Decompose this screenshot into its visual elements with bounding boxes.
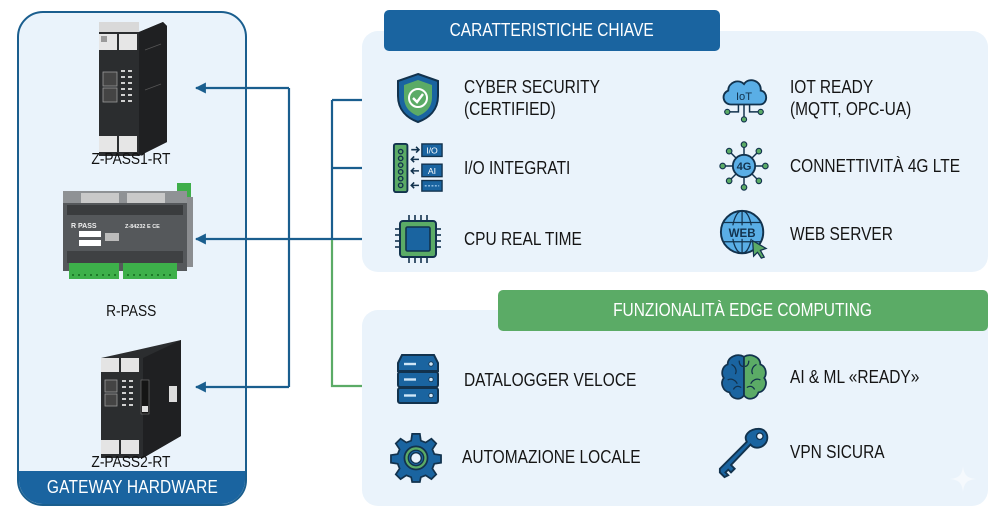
key-features-panel	[362, 31, 988, 272]
key-features-header: CARATTERISTICHE CHIAVE	[384, 10, 720, 51]
shield-check-icon	[392, 72, 444, 124]
feature-datalogger-veloce: DATALOGGER VELOCE	[392, 354, 664, 406]
feature-connettivita-4g-lte: 4G CONNETTIVITÀ 4G LTE	[718, 140, 988, 192]
io-icon-label-ai: AI	[428, 166, 436, 176]
feature-iot-ready: IoT IOT READY(MQTT, OPC-UA)	[718, 72, 931, 124]
brain-icon	[718, 351, 770, 403]
feature-cpu-real-time: CPU REAL TIME	[392, 213, 601, 265]
edge-computing-panel	[362, 310, 988, 506]
io-module-icon: I/O AI	[392, 142, 444, 194]
4g-icon-label: 4G	[737, 161, 752, 173]
sparkle-icon	[950, 466, 976, 492]
device-label-z-pass1-rt: Z-PASS1-RT	[91, 151, 171, 168]
r-pass-front-model: Z-84232 E CE	[125, 224, 160, 230]
feature-cyber-security: CYBER SECURITY(CERTIFIED)	[392, 72, 622, 124]
gateway-hardware-panel: Z-PASS1-RT R PASS Z-84232 E CE R-PASS	[17, 11, 247, 506]
device-label-r-pass: R-PASS	[105, 303, 157, 320]
edge-computing-header: FUNZIONALITÀ EDGE COMPUTING	[498, 290, 988, 331]
feature-io-integrati: I/O AI I/O INTEGRATI	[392, 142, 588, 194]
z-pass2-rt-device-image	[101, 340, 181, 458]
server-stack-icon	[392, 354, 444, 406]
feature-vpn-sicura: VPN SICURA	[718, 426, 900, 479]
feature-ai-ml-ready: AI & ML «READY»	[718, 351, 940, 403]
io-icon-label-io: I/O	[426, 146, 438, 156]
r-pass-device-image: R PASS Z-84232 E CE	[63, 183, 193, 279]
feature-web-server: WEB WEB SERVER	[718, 208, 910, 260]
gateway-hardware-footer: GATEWAY HARDWARE	[19, 471, 245, 504]
r-pass-front-brand: R PASS	[71, 223, 97, 230]
z-pass1-rt-device-image	[99, 22, 167, 156]
iot-icon-label: IoT	[736, 91, 752, 103]
key-icon	[718, 426, 770, 479]
network-4g-icon: 4G	[718, 140, 770, 192]
web-icon-label: WEB	[729, 228, 756, 240]
feature-automazione-locale: AUTOMAZIONE LOCALE	[390, 431, 670, 483]
gear-icon	[390, 431, 442, 483]
device-label-z-pass2-rt: Z-PASS2-RT	[91, 454, 171, 471]
web-globe-icon: WEB	[718, 208, 770, 260]
cpu-chip-icon	[392, 213, 444, 265]
iot-cloud-icon: IoT	[718, 72, 770, 124]
